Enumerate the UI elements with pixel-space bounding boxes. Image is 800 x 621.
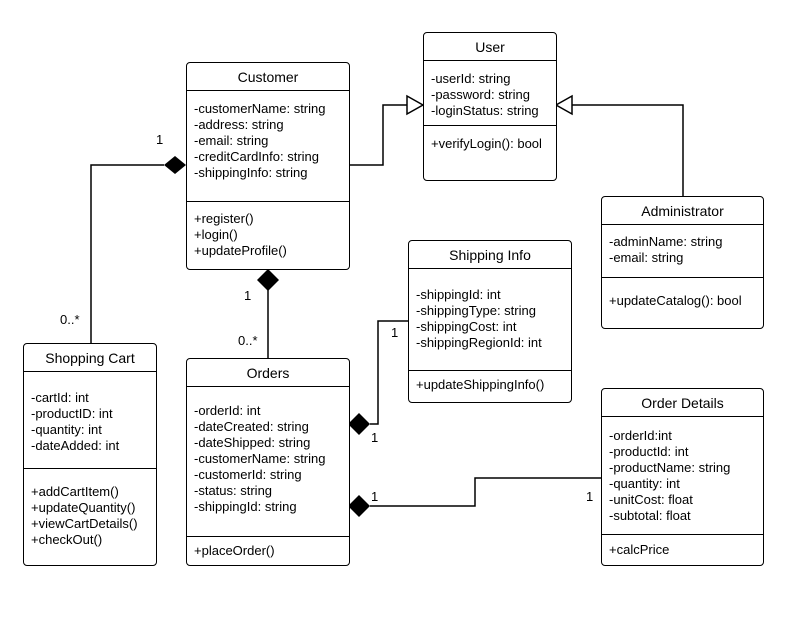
attribute: -customerId: string (194, 467, 302, 482)
class-shipping-info-name: Shipping Info (409, 241, 571, 269)
class-customer-name: Customer (187, 63, 349, 91)
attribute: -userId: string (431, 71, 511, 86)
class-user-name: User (424, 33, 556, 61)
attribute: -customerName: string (194, 451, 326, 466)
multiplicity-label: 1 (244, 288, 252, 303)
class-administrator[interactable]: Administrator -adminName: string -email:… (601, 196, 764, 329)
composition-diamond-orders-details (348, 495, 370, 517)
attribute: -subtotal: float (609, 508, 691, 523)
class-user[interactable]: User -userId: string -password: string -… (423, 32, 557, 181)
attribute: -productId: int (609, 444, 689, 459)
class-order-details-methods: +calcPrice (602, 534, 763, 562)
class-administrator-methods: +updateCatalog(): bool (602, 277, 763, 313)
attribute: -creditCardInfo: string (194, 149, 319, 164)
composition-diamond-orders-shipping (348, 413, 370, 435)
method: +verifyLogin(): bool (431, 136, 542, 151)
multiplicity-label: 1 (371, 489, 379, 504)
class-user-attributes: -userId: string -password: string -login… (424, 61, 556, 125)
generalization-arrowhead-customer (406, 94, 425, 116)
multiplicity-label: 0..* (238, 333, 258, 348)
attribute: -productName: string (609, 460, 731, 475)
attribute: -dateShipped: string (194, 435, 311, 450)
composition-diamond-customer-orders (257, 269, 279, 291)
attribute: -address: string (194, 117, 284, 132)
class-orders-methods: +placeOrder() (187, 536, 349, 563)
generalization-arrowhead-administrator (554, 94, 573, 116)
method: +updateShippingInfo() (416, 377, 545, 392)
class-customer-attributes: -customerName: string -address: string -… (187, 91, 349, 201)
customer-user-generalization-line (349, 104, 407, 166)
attribute: -shippingCost: int (416, 319, 517, 334)
attribute: -password: string (431, 87, 530, 102)
class-orders[interactable]: Orders -orderId: int -dateCreated: strin… (186, 358, 350, 566)
attribute: -status: string (194, 483, 273, 498)
method: +updateCatalog(): bool (609, 293, 742, 308)
class-shopping-cart-attributes: -cartId: int -productID: int -quantity: … (24, 372, 156, 468)
class-user-methods: +verifyLogin(): bool (424, 125, 556, 156)
attribute: -shippingRegionId: int (416, 335, 542, 350)
attribute: -shippingId: string (194, 499, 297, 514)
multiplicity-label: 1 (586, 489, 594, 504)
orders-shipping-composition-line (370, 320, 408, 425)
class-administrator-name: Administrator (602, 197, 763, 225)
attribute: -productID: int (31, 406, 113, 421)
attribute: -email: string (194, 133, 269, 148)
method: +placeOrder() (194, 543, 275, 558)
class-orders-name: Orders (187, 359, 349, 387)
composition-diamond-customer-cart (164, 156, 186, 174)
administrator-user-generalization-line (572, 104, 684, 196)
multiplicity-label: 1 (156, 132, 164, 147)
attribute: -loginStatus: string (431, 103, 539, 118)
class-customer[interactable]: Customer -customerName: string -address:… (186, 62, 350, 270)
multiplicity-label: 0..* (60, 312, 80, 327)
multiplicity-label: 1 (371, 430, 379, 445)
attribute: -shippingType: string (416, 303, 536, 318)
attribute: -shippingInfo: string (194, 165, 308, 180)
class-shopping-cart-name: Shopping Cart (24, 344, 156, 372)
method: +calcPrice (609, 542, 670, 557)
multiplicity-label: 1 (391, 325, 399, 340)
attribute: -email: string (609, 250, 684, 265)
attribute: -dateAdded: int (31, 438, 120, 453)
class-shopping-cart-methods: +addCartItem() +updateQuantity() +viewCa… (24, 468, 156, 552)
class-orders-attributes: -orderId: int -dateCreated: string -date… (187, 387, 349, 536)
method: +addCartItem() (31, 484, 119, 499)
method: +updateQuantity() (31, 500, 136, 515)
class-shipping-info-attributes: -shippingId: int -shippingType: string -… (409, 269, 571, 370)
class-order-details-name: Order Details (602, 389, 763, 417)
attribute: -unitCost: float (609, 492, 693, 507)
method: +checkOut() (31, 532, 103, 547)
attribute: -shippingId: int (416, 287, 501, 302)
attribute: -orderId: int (194, 403, 261, 418)
method: +register() (194, 211, 254, 226)
attribute: -customerName: string (194, 101, 326, 116)
method: +updateProfile() (194, 243, 287, 258)
attribute: -quantity: int (609, 476, 680, 491)
attribute: -cartId: int (31, 390, 89, 405)
class-order-details[interactable]: Order Details -orderId:int -productId: i… (601, 388, 764, 566)
class-customer-methods: +register() +login() +updateProfile() (187, 201, 349, 263)
method: +viewCartDetails() (31, 516, 138, 531)
attribute: -orderId:int (609, 428, 672, 443)
class-order-details-attributes: -orderId:int -productId: int -productNam… (602, 417, 763, 534)
class-shipping-info-methods: +updateShippingInfo() (409, 370, 571, 397)
class-shipping-info[interactable]: Shipping Info -shippingId: int -shipping… (408, 240, 572, 403)
attribute: -adminName: string (609, 234, 723, 249)
method: +login() (194, 227, 238, 242)
attribute: -quantity: int (31, 422, 102, 437)
orders-details-composition-line (370, 477, 601, 507)
attribute: -dateCreated: string (194, 419, 309, 434)
customer-cart-composition-line (90, 164, 164, 343)
class-shopping-cart[interactable]: Shopping Cart -cartId: int -productID: i… (23, 343, 157, 566)
class-administrator-attributes: -adminName: string -email: string (602, 225, 763, 277)
